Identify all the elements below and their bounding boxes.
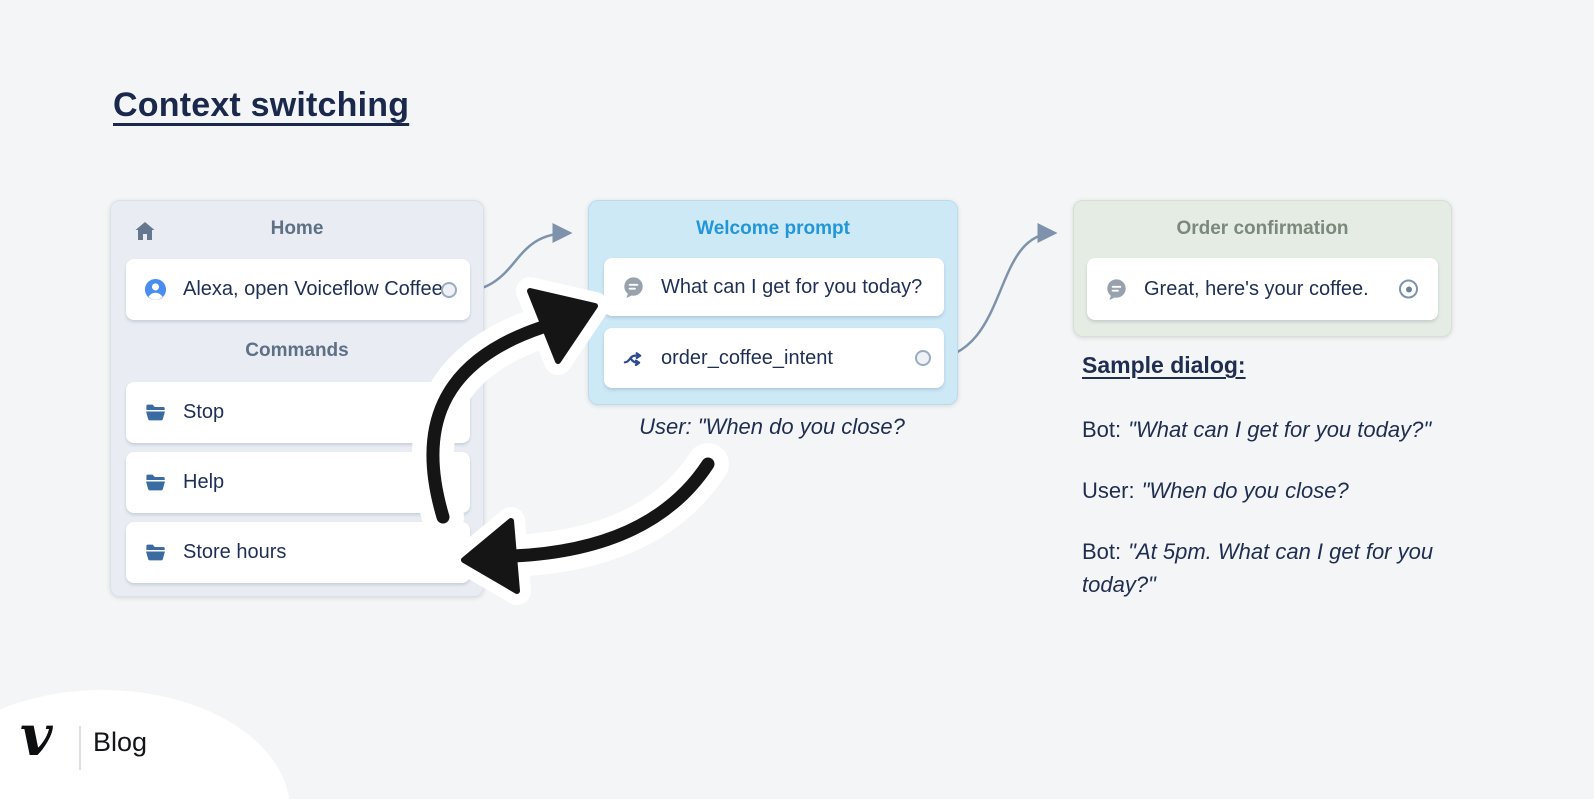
intent-icon: [622, 347, 645, 370]
speech-bubble-icon: [622, 276, 645, 299]
speech-bubble-icon: [1105, 278, 1128, 301]
utterance-label: Alexa, open Voiceflow Coffee: [183, 278, 443, 300]
intent-row[interactable]: order_coffee_intent: [604, 328, 944, 388]
dialog-quote: "At 5pm. What can I get for you today?": [1082, 539, 1434, 597]
command-row-help[interactable]: Help: [126, 452, 470, 513]
user-avatar-icon: [144, 278, 167, 301]
intent-output-port[interactable]: [915, 350, 931, 366]
command-label: Help: [183, 471, 225, 493]
sample-dialog-heading: Sample dialog:: [1082, 352, 1246, 378]
sample-dialog: Sample dialog: Bot:"What can I get for y…: [1082, 352, 1460, 629]
dialog-quote: "When do you close?: [1141, 478, 1349, 503]
dialog-line: Bot:"What can I get for you today?": [1082, 413, 1460, 446]
page-title: Context switching: [113, 86, 410, 124]
speak-row[interactable]: What can I get for you today?: [604, 258, 944, 316]
command-row-stop[interactable]: Stop: [126, 382, 470, 443]
node-welcome-prompt[interactable]: Welcome prompt What can I get for you to…: [588, 200, 958, 405]
node-welcome-title: Welcome prompt: [696, 218, 850, 239]
node-order-confirmation[interactable]: Order confirmation Great, here's your co…: [1073, 200, 1452, 337]
logo-divider: [79, 726, 81, 770]
dialog-line: Bot:"At 5pm. What can I get for you toda…: [1082, 535, 1460, 601]
node-order-title: Order confirmation: [1176, 218, 1349, 239]
down-cycle-arrow: [461, 457, 715, 594]
connected-output-port[interactable]: [1399, 279, 1418, 299]
node-home-title: Home: [270, 218, 324, 239]
user-quote-annotation: User: "When do you close?: [639, 414, 905, 439]
utterance-output-port[interactable]: [441, 281, 457, 298]
command-label: Stop: [183, 401, 225, 423]
commands-section-title: Commands: [245, 340, 349, 361]
utterance-row[interactable]: Alexa, open Voiceflow Coffee: [126, 259, 470, 320]
command-label: Store hours: [183, 541, 287, 563]
dialog-speaker: User:: [1082, 478, 1135, 503]
speak-label: Great, here's your coffee.: [1144, 277, 1369, 300]
folder-icon: [144, 471, 167, 494]
voiceflow-logo[interactable]: v: [20, 703, 53, 769]
intent-label: order_coffee_intent: [661, 346, 833, 369]
dialog-line: User:"When do you close?: [1082, 474, 1460, 507]
folder-icon: [144, 541, 167, 564]
node-home[interactable]: Home Alexa, open Voiceflow Coffee Comman…: [110, 200, 484, 597]
blog-label[interactable]: Blog: [93, 727, 148, 757]
folder-icon: [144, 401, 167, 424]
dialog-speaker: Bot:: [1082, 539, 1122, 564]
dialog-speaker: Bot:: [1082, 417, 1122, 442]
home-icon: [133, 219, 157, 243]
speak-label: What can I get for you today?: [661, 275, 923, 298]
speak-row[interactable]: Great, here's your coffee.: [1087, 258, 1438, 320]
command-row-store-hours[interactable]: Store hours: [126, 522, 470, 583]
dialog-quote: "What can I get for you today?": [1128, 417, 1432, 442]
